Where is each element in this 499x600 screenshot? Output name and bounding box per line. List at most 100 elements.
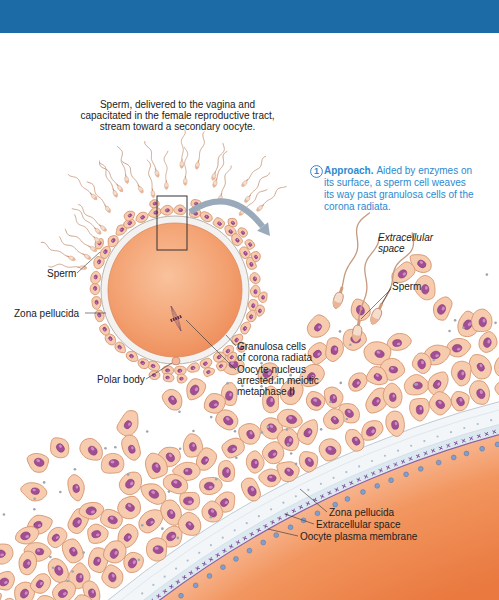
granulosa-cell	[123, 209, 137, 223]
nucleus-highlight	[127, 504, 132, 508]
zona-bead	[345, 471, 347, 473]
cortical-granule	[480, 446, 485, 451]
granulosa-cell	[239, 475, 263, 504]
nucleus-highlight	[286, 468, 290, 472]
cell-body	[19, 481, 48, 502]
sperm-cell	[57, 236, 92, 260]
nucleus-highlight	[479, 363, 483, 367]
sperm-acrosome	[93, 196, 98, 201]
cell-body	[44, 555, 71, 586]
extracellular-dot	[454, 319, 457, 322]
sperm-tail	[48, 263, 78, 269]
extracellular-dot	[178, 411, 181, 414]
leader-line	[226, 335, 236, 346]
cell-body	[212, 216, 226, 229]
granulosa-cell	[174, 205, 187, 215]
cell-nucleus	[479, 317, 487, 327]
cell-nucleus	[258, 309, 262, 313]
cell-body	[320, 405, 349, 434]
nucleus-highlight	[131, 446, 134, 450]
cell-body	[213, 406, 242, 434]
nucleus-highlight	[72, 548, 76, 552]
cell-nucleus	[178, 369, 182, 373]
sperm-cell	[331, 210, 371, 310]
cell-nucleus	[109, 547, 120, 559]
cell-body	[215, 359, 229, 372]
sperm-head	[112, 190, 118, 198]
nucleus-highlight	[356, 381, 360, 385]
cell-body	[272, 456, 302, 485]
cell-body	[218, 460, 236, 482]
extracellular-dot	[290, 452, 293, 455]
nucleus-highlight	[142, 363, 144, 365]
nucleus-highlight	[263, 296, 264, 298]
cell-body	[14, 549, 40, 578]
nucleus-highlight	[255, 461, 258, 465]
cell-nucleus	[0, 577, 10, 588]
extracellular-dot	[289, 374, 292, 377]
granulosa-cell	[24, 450, 51, 475]
nucleus-highlight	[421, 360, 425, 364]
nucleus-highlight	[267, 371, 272, 376]
part-label: Zona pellucida	[14, 308, 94, 319]
sperm-acrosome	[93, 248, 98, 253]
cell-nucleus	[226, 444, 238, 455]
cell-nucleus	[95, 300, 99, 305]
cell-nucleus	[397, 268, 409, 280]
sperm-head	[91, 193, 99, 201]
cell-body	[0, 586, 4, 600]
cell-nucleus	[153, 202, 157, 206]
cell-nucleus	[124, 477, 136, 489]
leader-line	[77, 252, 100, 273]
cell-body	[384, 410, 406, 438]
nucleus-highlight	[392, 394, 395, 398]
cell-body	[426, 388, 455, 417]
nucleus-highlight	[75, 485, 78, 489]
nucleus-highlight	[255, 255, 257, 257]
nucleus-highlight	[171, 534, 176, 539]
sperm-head	[195, 162, 200, 170]
zona-bead	[490, 419, 492, 421]
nucleus-highlight	[245, 252, 247, 254]
granulosa-cell	[320, 405, 349, 434]
sperm-tail	[183, 147, 188, 176]
nucleus-highlight	[242, 231, 244, 233]
nucleus-highlight	[288, 416, 293, 420]
granulosa-cell	[186, 362, 200, 373]
granulosa-cell	[124, 349, 140, 364]
sperm-tail	[164, 151, 169, 180]
granulosa-cell	[136, 357, 150, 370]
leader-lines	[77, 252, 391, 536]
granulosa-cell	[325, 337, 345, 363]
cell-nucleus	[164, 451, 176, 463]
cortical-granule	[418, 466, 423, 471]
sperm-head	[241, 180, 248, 188]
nucleus-highlight	[402, 272, 407, 277]
granulosa-cell	[86, 522, 110, 545]
nucleus-highlight	[97, 558, 100, 562]
cell-nucleus	[190, 366, 195, 370]
granulosa-cell	[250, 250, 262, 263]
cortical-granule	[315, 511, 320, 516]
callout-number: 1	[310, 165, 323, 178]
cell-body	[146, 537, 167, 561]
extracellular-dot	[66, 580, 69, 583]
cell-nucleus	[229, 355, 234, 360]
cell-nucleus	[330, 394, 338, 403]
sperm-acrosome	[71, 257, 76, 262]
sperm-acrosome	[96, 239, 101, 244]
extracellular-dot	[146, 430, 149, 433]
cell-nucleus	[239, 345, 244, 350]
cell-nucleus	[242, 326, 247, 331]
nucleus-highlight	[132, 560, 137, 565]
cell-nucleus	[184, 468, 193, 475]
sperm-cell	[243, 170, 270, 203]
cell-body	[49, 577, 80, 600]
granulosa-cell	[149, 199, 160, 209]
granulosa-cell	[160, 386, 187, 414]
sperm-tail	[356, 236, 380, 321]
cell-body	[101, 453, 124, 473]
nucleus-highlight	[109, 516, 114, 520]
sperm-cell	[194, 131, 207, 169]
extracellular-dot	[52, 566, 55, 569]
